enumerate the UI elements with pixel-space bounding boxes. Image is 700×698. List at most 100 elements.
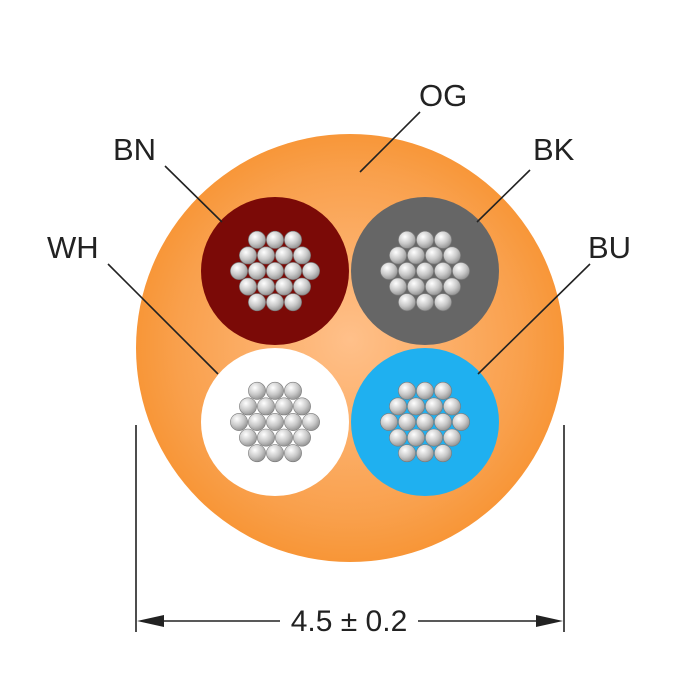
cable-jacket <box>136 134 564 562</box>
wire-strand <box>425 246 443 265</box>
wire-strand <box>389 246 407 265</box>
wire-strand <box>443 277 461 296</box>
wire-strand <box>380 262 398 280</box>
wire-strand <box>407 246 425 265</box>
leader-og <box>359 111 421 173</box>
label-og: OG <box>419 78 467 113</box>
wire-strand <box>293 246 311 265</box>
wire-strand <box>434 444 452 463</box>
leader-bu <box>477 263 591 375</box>
wire-strand <box>293 428 311 447</box>
wire-strand <box>416 444 434 463</box>
wire-strand <box>248 293 266 312</box>
diameter-dimension: 4.5 ± 0.2 <box>135 425 565 638</box>
wire-strand <box>407 428 425 447</box>
wire-strand <box>416 293 434 312</box>
core-blue-strands <box>380 381 470 463</box>
wire-strand <box>284 444 302 463</box>
wire-strand <box>425 397 443 416</box>
wire-strand <box>452 262 470 280</box>
label-bk: BK <box>533 132 575 167</box>
wire-strand <box>389 277 407 296</box>
wire-strand <box>230 262 248 280</box>
wire-strand <box>266 293 284 312</box>
wire-strand <box>380 413 398 431</box>
wire-strand <box>239 277 257 296</box>
wire-strand <box>434 262 452 280</box>
wire-strand <box>284 230 302 249</box>
wire-strand <box>293 277 311 296</box>
wire-strand <box>434 293 452 312</box>
wire-strand <box>398 381 416 400</box>
wire-strand <box>266 230 284 249</box>
wire-strand <box>302 413 320 431</box>
dimension-arrow-left <box>137 615 164 627</box>
label-bu: BU <box>588 230 631 265</box>
wire-strand <box>398 413 416 431</box>
wire-strand <box>416 413 434 431</box>
label-bn: BN <box>113 132 156 167</box>
wire-strand <box>389 397 407 416</box>
wire-strand <box>398 262 416 280</box>
wire-strand <box>284 262 302 280</box>
wire-strand <box>257 277 275 296</box>
wire-strand <box>284 293 302 312</box>
wire-strand <box>434 230 452 249</box>
label-wh: WH <box>47 230 99 265</box>
wire-strand <box>248 444 266 463</box>
wire-strand <box>239 397 257 416</box>
wire-strand <box>398 293 416 312</box>
wire-strand <box>452 413 470 431</box>
wire-strand <box>275 397 293 416</box>
wire-strand <box>284 413 302 431</box>
leader-bk <box>476 169 531 223</box>
leader-wh <box>107 263 219 375</box>
leader-bn <box>164 165 223 223</box>
wire-strand <box>416 262 434 280</box>
wire-strand <box>275 246 293 265</box>
core-white-strands <box>230 381 320 463</box>
wire-strand <box>443 397 461 416</box>
wire-strand <box>248 230 266 249</box>
wire-strand <box>275 428 293 447</box>
core-black-strands <box>380 230 470 312</box>
wire-strand <box>248 413 266 431</box>
wire-strand <box>266 413 284 431</box>
core-black <box>351 197 499 345</box>
wire-strand <box>389 428 407 447</box>
wire-strand <box>434 381 452 400</box>
wire-strand <box>407 277 425 296</box>
wire-strand <box>398 444 416 463</box>
core-blue <box>351 348 499 496</box>
wire-strand <box>257 428 275 447</box>
wire-strand <box>239 246 257 265</box>
wire-strand <box>302 262 320 280</box>
wire-strand <box>407 397 425 416</box>
dimension-label: 4.5 ± 0.2 <box>291 605 408 638</box>
wire-strand <box>257 397 275 416</box>
wire-strand <box>239 428 257 447</box>
wire-strand <box>416 381 434 400</box>
core-brown-strands <box>230 230 320 312</box>
wire-strand <box>266 444 284 463</box>
wire-strand <box>248 381 266 400</box>
wire-strand <box>416 230 434 249</box>
wire-strand <box>443 428 461 447</box>
wire-strand <box>398 230 416 249</box>
core-white <box>201 348 349 496</box>
wire-strand <box>266 381 284 400</box>
wire-strand <box>425 428 443 447</box>
wire-strand <box>443 246 461 265</box>
wire-strand <box>284 381 302 400</box>
wire-strand <box>275 277 293 296</box>
wire-strand <box>425 277 443 296</box>
wire-strand <box>230 413 248 431</box>
wire-strand <box>293 397 311 416</box>
wire-strand <box>257 246 275 265</box>
core-brown <box>201 197 349 345</box>
wire-strand <box>248 262 266 280</box>
dimension-arrow-right <box>536 615 563 627</box>
wire-strand <box>266 262 284 280</box>
wire-strand <box>434 413 452 431</box>
